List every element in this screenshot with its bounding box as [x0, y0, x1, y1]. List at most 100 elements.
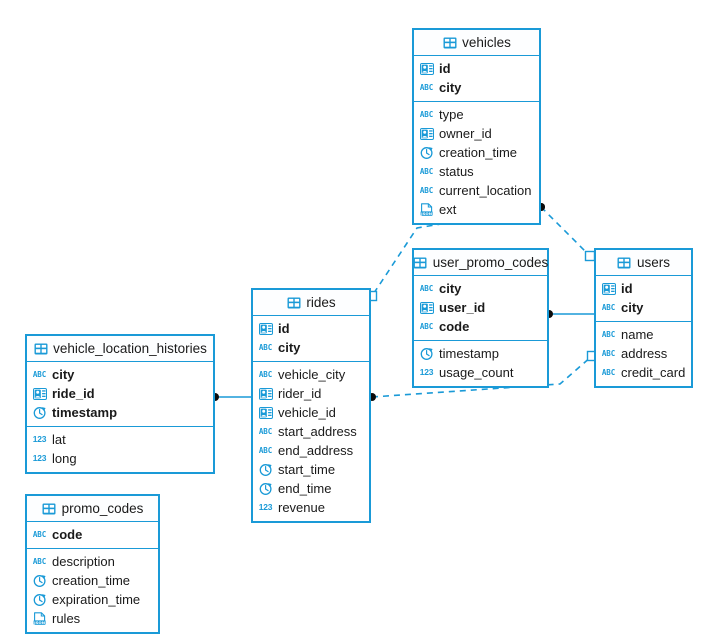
- column-name: revenue: [278, 500, 325, 515]
- abc-icon: ABC: [419, 166, 434, 176]
- column-row[interactable]: creation_time: [414, 143, 539, 162]
- column-row[interactable]: 123 lat: [27, 430, 213, 449]
- column-row[interactable]: ABC code: [414, 317, 547, 336]
- column-name: credit_card: [621, 365, 686, 380]
- relationship-user-promo-codes-to-users[interactable]: [545, 310, 594, 318]
- column-name: code: [52, 527, 83, 542]
- clock-icon: [419, 347, 434, 361]
- column-name: vehicle_id: [278, 405, 336, 420]
- abc-icon: ABC: [32, 369, 47, 379]
- column-row[interactable]: end_time: [253, 479, 369, 498]
- column-row[interactable]: id: [596, 279, 691, 298]
- table-header-rides[interactable]: rides: [253, 290, 369, 316]
- number-icon: 123: [32, 434, 47, 445]
- key-id-icon: [258, 387, 273, 401]
- clock-icon: [258, 463, 273, 477]
- table-name: users: [636, 255, 670, 270]
- column-name: description: [52, 554, 115, 569]
- table-header-vehicles[interactable]: vehicles: [414, 30, 539, 56]
- column-name: user_id: [439, 300, 486, 315]
- column-row[interactable]: timestamp: [27, 403, 213, 422]
- abc-icon: ABC: [258, 342, 273, 352]
- column-row[interactable]: creation_time: [27, 571, 158, 590]
- column-row[interactable]: JSON rules: [27, 609, 158, 628]
- column-name: creation_time: [52, 573, 131, 588]
- svg-text:JSON: JSON: [33, 620, 45, 625]
- relationship-vehicle-location-histories-to-rides[interactable]: [211, 393, 251, 401]
- column-row[interactable]: id: [414, 59, 539, 78]
- table-name: vehicles: [462, 35, 511, 50]
- column-row[interactable]: start_time: [253, 460, 369, 479]
- column-row[interactable]: expiration_time: [27, 590, 158, 609]
- column-name: rules: [52, 611, 81, 626]
- column-name: vehicle_city: [278, 367, 346, 382]
- table-icon: [42, 502, 57, 516]
- key-id-icon: [419, 62, 434, 76]
- column-name: lat: [52, 432, 66, 447]
- column-row[interactable]: user_id: [414, 298, 547, 317]
- table-header-user_promo_codes[interactable]: user_promo_codes: [413, 250, 548, 276]
- abc-icon: ABC: [601, 367, 616, 377]
- column-row[interactable]: timestamp: [414, 344, 547, 363]
- abc-icon: ABC: [601, 302, 616, 312]
- column-row[interactable]: ABC credit_card: [596, 363, 691, 382]
- column-row[interactable]: vehicle_id: [253, 403, 369, 422]
- column-name: timestamp: [439, 346, 499, 361]
- abc-icon: ABC: [258, 445, 273, 455]
- abc-icon: ABC: [419, 321, 434, 331]
- table-header-vehicle_location_histories[interactable]: vehicle_location_histories: [27, 336, 213, 362]
- column-name: owner_id: [439, 126, 492, 141]
- svg-text:JSON: JSON: [420, 211, 432, 216]
- column-name: id: [439, 61, 451, 76]
- column-name: address: [621, 346, 668, 361]
- table-icon: [442, 36, 457, 50]
- column-row[interactable]: owner_id: [414, 124, 539, 143]
- column-name: city: [439, 281, 462, 296]
- json-icon: JSON: [32, 612, 47, 626]
- column-row[interactable]: ride_id: [27, 384, 213, 403]
- number-icon: 123: [419, 367, 434, 378]
- column-name: creation_time: [439, 145, 518, 160]
- column-row[interactable]: id: [253, 319, 369, 338]
- column-name: name: [621, 327, 654, 342]
- column-row[interactable]: rider_id: [253, 384, 369, 403]
- table-name: vehicle_location_histories: [53, 341, 207, 356]
- column-name: start_address: [278, 424, 357, 439]
- table-header-promo_codes[interactable]: promo_codes: [27, 496, 158, 522]
- column-name: rider_id: [278, 386, 322, 401]
- column-name: code: [439, 319, 470, 334]
- abc-icon: ABC: [419, 109, 434, 119]
- table-header-users[interactable]: users: [596, 250, 691, 276]
